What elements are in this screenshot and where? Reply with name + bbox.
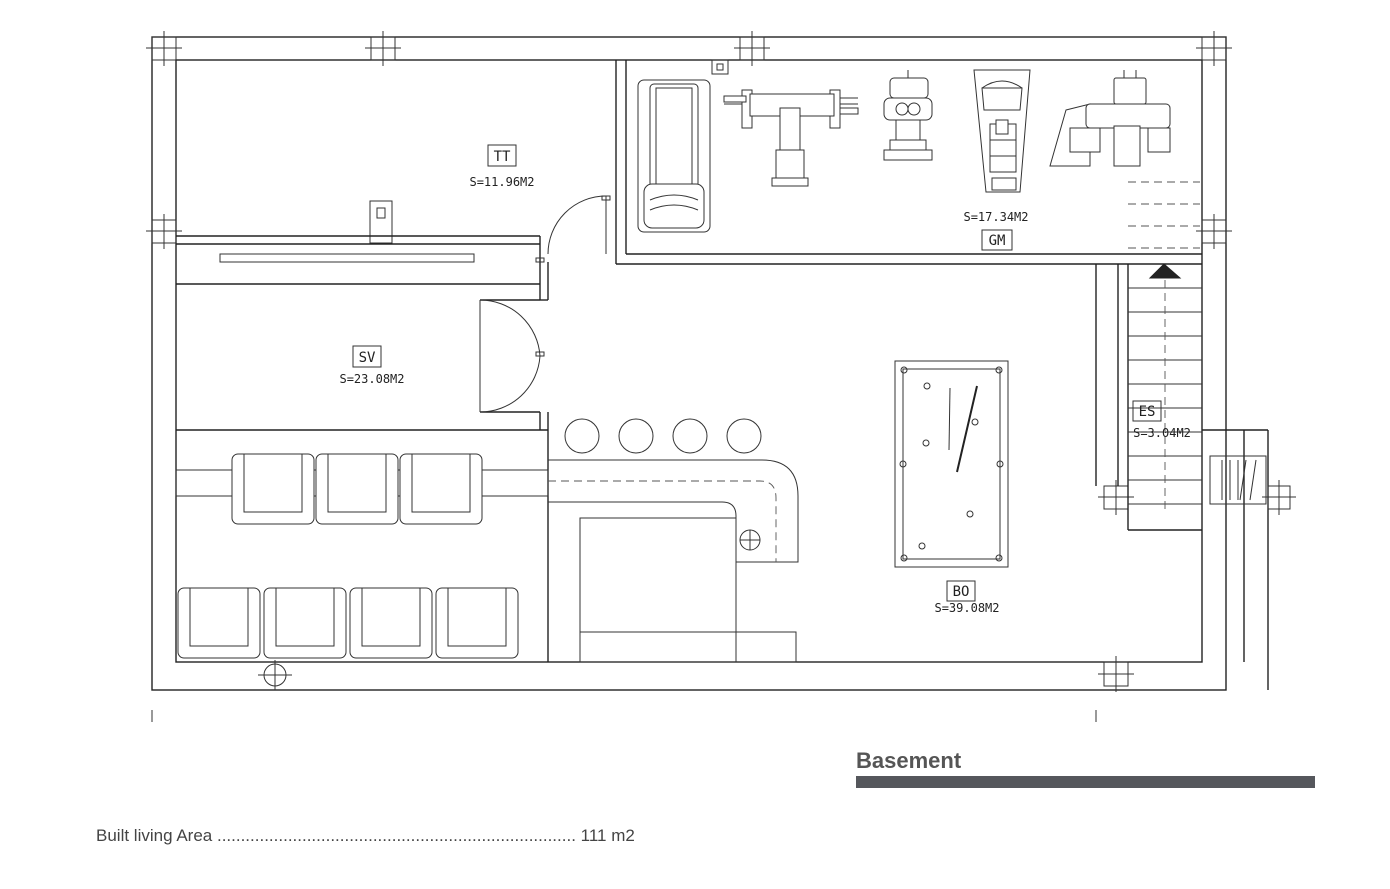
cinema-seats (175, 453, 549, 659)
column-marker (1098, 656, 1134, 692)
built-area-leader-dots: ........................................… (216, 826, 576, 845)
svg-text:ES: ES (1139, 404, 1156, 420)
svg-text:TT: TT (494, 149, 511, 165)
svg-text:S=39.08M2: S=39.08M2 (934, 601, 999, 615)
cable-machine-icon (1049, 70, 1171, 167)
column-marker (146, 214, 182, 249)
built-area-label: Built living Area (96, 826, 213, 845)
bar-stool-icon (618, 418, 654, 454)
column-marker (734, 31, 770, 66)
svg-text:GM: GM (989, 233, 1006, 249)
room-label-es: ES S=3.04M2 (1132, 400, 1191, 440)
built-area-value: 111 m2 (580, 826, 635, 845)
leg-press-icon (973, 69, 1031, 193)
room-label-gm: S=17.34M2 GM (963, 210, 1029, 251)
built-area-summary: Built living Area ......................… (96, 826, 635, 846)
column-marker (1196, 214, 1232, 249)
armchair-icon (399, 453, 483, 525)
bar-stool-icon (672, 418, 708, 454)
svg-text:S=23.08M2: S=23.08M2 (339, 372, 404, 386)
column-marker (365, 31, 401, 66)
svg-text:BO: BO (953, 584, 970, 600)
bar-stool-icon (726, 418, 762, 454)
bar-area (548, 418, 799, 663)
plan-title: Basement (856, 748, 962, 773)
stair-arrow-icon (1148, 263, 1182, 279)
column-marker (146, 31, 182, 66)
column-marker (1196, 31, 1232, 66)
armchair-icon (177, 587, 261, 659)
armchair-icon (231, 453, 315, 525)
gym-dashed-lines (1128, 181, 1200, 249)
armchair-icon (263, 587, 347, 659)
title-underline-bar (856, 776, 1315, 788)
svg-text:S=3.04M2: S=3.04M2 (1133, 426, 1191, 440)
room-label-sv: SV S=23.08M2 (339, 345, 405, 386)
doors (479, 195, 611, 413)
column-marker (258, 660, 292, 690)
bench-press-icon (723, 89, 859, 187)
bar-stool-icon (564, 418, 600, 454)
treadmill-icon (637, 79, 711, 233)
armchair-icon (435, 587, 519, 659)
basement-floor-plan: TT S=11.96M2 S=17.34M2 GM SV S=23.08M2 B… (146, 31, 1296, 722)
svg-text:S=17.34M2: S=17.34M2 (963, 210, 1028, 224)
gym-equipment (637, 69, 1171, 233)
billiard-table-icon (894, 360, 1009, 568)
weight-machine-icon (883, 70, 933, 161)
room-label-tt: TT S=11.96M2 (469, 144, 535, 189)
svg-text:S=11.96M2: S=11.96M2 (469, 175, 534, 189)
column-markers (146, 31, 1296, 722)
column-marker (1262, 480, 1296, 515)
interior-walls (176, 60, 1202, 662)
svg-text:SV: SV (359, 350, 376, 366)
staircase (1128, 263, 1267, 510)
room-label-bo: BO S=39.08M2 (934, 580, 1000, 615)
armchair-icon (315, 453, 399, 525)
armchair-icon (349, 587, 433, 659)
